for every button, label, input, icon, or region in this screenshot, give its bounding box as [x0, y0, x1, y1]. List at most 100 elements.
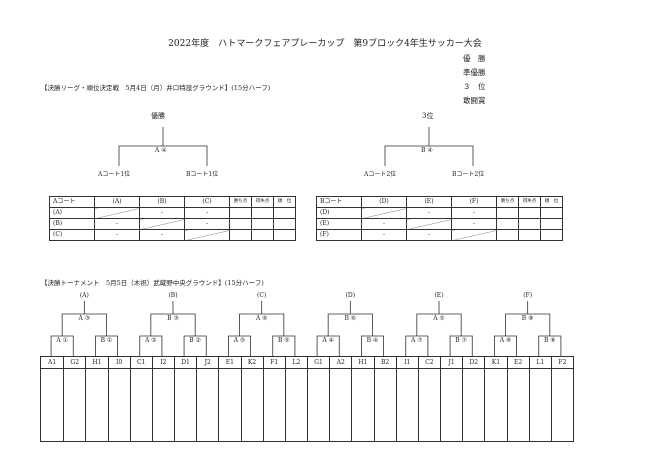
score-column: L2: [284, 357, 307, 441]
table-header-cell: (F): [451, 196, 497, 208]
team-slot-label: L2: [292, 359, 301, 366]
tournament-heading: 【決勝トーナメント 5月5日（木祝）武蔵野中央グラウンド】(15分ハーフ): [41, 279, 264, 287]
table-header-cell: (A): [94, 196, 140, 208]
award-fighting-spirit: 敢闘賞: [463, 96, 486, 105]
team-slot-label: I0: [115, 359, 123, 366]
table-cell: -: [139, 229, 185, 241]
table-cell: -: [451, 218, 497, 230]
award-third: ３ 位: [463, 82, 486, 91]
table-cell: [540, 229, 563, 241]
group-final-match: A ③: [78, 315, 91, 322]
third-bracket-left: Aコート2位: [364, 171, 397, 178]
table-cell: [406, 218, 452, 230]
table-cell: [540, 207, 563, 219]
table-row: (B) - -: [49, 218, 296, 230]
table-header-row: Bコート (D) (E) (F) 勝ち点 得失点 順 位: [316, 196, 563, 208]
page-title: 2022年度 ハトマークフェアプレーカップ 第9ブロック4年生サッカー大会: [168, 39, 482, 49]
table-cell: [518, 229, 541, 241]
group-final-match: A ⑥: [255, 315, 268, 322]
table-header-cell: 得失点: [518, 196, 541, 208]
team-slot-label: D2: [469, 359, 479, 366]
score-column: H1: [85, 357, 107, 441]
group-label: (C): [257, 292, 267, 299]
table-cell: [451, 229, 497, 241]
table-cell: [229, 218, 252, 230]
score-column: L1: [528, 357, 551, 441]
final-bracket-top: 優勝: [151, 112, 165, 120]
score-column: J2: [196, 357, 218, 441]
table-cell: -: [94, 229, 140, 241]
team-slot-label: J1: [448, 359, 455, 366]
third-bracket-right: Bコート2位: [452, 171, 485, 178]
table-cell: [251, 207, 274, 219]
table-cell: [273, 229, 296, 241]
score-column: E1: [218, 357, 240, 441]
final-bracket-right: Bコート1位: [186, 171, 219, 178]
team-slot-label: E2: [513, 359, 523, 366]
team-slot-label: H1: [358, 359, 368, 366]
score-column: B2: [373, 357, 396, 441]
table-cell: [184, 229, 230, 241]
team-slot-label: F1: [270, 359, 279, 366]
group-label: (A): [79, 292, 89, 299]
row-label: (D): [316, 207, 362, 219]
group-label: (B): [168, 292, 178, 299]
group-left-match: A ⑧: [499, 337, 512, 344]
score-column: D1: [174, 357, 196, 441]
score-column: I1: [395, 357, 418, 441]
score-column: I0: [107, 357, 130, 441]
table-row: (C) - -: [49, 229, 296, 241]
group-right-match: B ⑧: [543, 337, 556, 344]
third-bracket-match: B ④: [421, 147, 433, 154]
table-header-row: Aコート (A) (B) (C) 勝ち点 得失点 順 位: [49, 196, 296, 208]
table-header-cell: 勝ち点: [229, 196, 252, 208]
score-column: J1: [440, 357, 462, 441]
row-label: (E): [316, 218, 362, 230]
table-cell: [273, 218, 296, 230]
third-bracket-top: 3位: [422, 112, 434, 120]
table-header-cell: (C): [184, 196, 230, 208]
score-column: I2: [151, 357, 174, 441]
row-label: (A): [49, 207, 95, 219]
team-slot-label: C2: [425, 359, 434, 366]
group-right-match: B ①: [100, 337, 113, 344]
table-row: (F) - -: [316, 229, 563, 241]
group-final-match: B ⑨: [521, 315, 534, 322]
team-slot-label: D1: [181, 359, 190, 366]
score-column: D2: [462, 357, 484, 441]
award-winner: 優 勝: [463, 54, 486, 63]
team-slot-label: F2: [558, 359, 567, 366]
table-cell: [273, 207, 296, 219]
table-cell: [251, 229, 274, 241]
league-table-a: Aコート (A) (B) (C) 勝ち点 得失点 順 位 (A) - - (B)…: [49, 196, 296, 241]
team-slot-label: A2: [336, 359, 345, 366]
team-slot-label: C1: [137, 359, 146, 366]
table-header-cell: (B): [139, 196, 185, 208]
group-left-match: A ④: [322, 337, 334, 344]
table-header-cell: 得失点: [251, 196, 274, 208]
score-column: K2: [240, 357, 263, 441]
group-label: (E): [434, 292, 444, 299]
score-column: H1: [351, 357, 373, 441]
table-cell: [496, 229, 519, 241]
table-cell: [540, 218, 563, 230]
score-column: G2: [63, 357, 85, 441]
score-column: G1: [307, 357, 329, 441]
table-cell: [94, 207, 140, 219]
table-cell: [229, 229, 252, 241]
group-label: (D): [345, 292, 356, 299]
team-slot-label: G1: [314, 359, 323, 366]
table-row: (A) - -: [49, 207, 296, 219]
group-right-match: B ⑦: [455, 337, 467, 344]
table-row: (D) - -: [316, 207, 563, 219]
table-header-cell: Bコート: [316, 196, 362, 208]
team-slot-label: G2: [70, 359, 80, 366]
team-slot-label: J2: [204, 359, 211, 366]
table-cell: [518, 207, 541, 219]
group-left-match: A ⑦: [411, 337, 423, 344]
team-slot-label: E1: [225, 359, 234, 366]
group-final-match: B ③: [167, 315, 179, 322]
table-cell: [496, 207, 519, 219]
